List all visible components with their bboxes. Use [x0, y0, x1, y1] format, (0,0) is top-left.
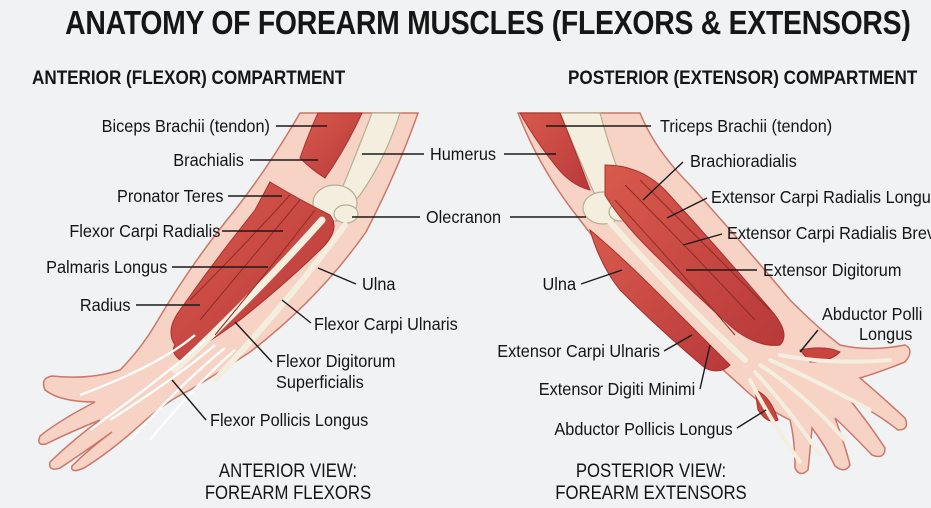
label-superficialis: Superficialis [276, 372, 364, 392]
anterior-caption-line-2: FOREARM FLEXORS [200, 483, 376, 505]
anterior-caption-line-1: ANTERIOR VIEW: [200, 461, 376, 483]
anterior-section-heading: ANTERIOR (FLEXOR) COMPARTMENT [32, 68, 345, 90]
label-extensor-carpi-ulnaris: Extensor Carpi Ulnaris [497, 341, 660, 361]
label-olecranon: Olecranon [426, 207, 501, 227]
anterior-view-caption: ANTERIOR VIEW: FOREARM FLEXORS [200, 461, 376, 505]
label-extensor-digitorum: Extensor Digitorum [763, 260, 901, 280]
label-extensor-carpi-radialis-longus: Extensor Carpi Radialis Longu [711, 187, 931, 207]
label-biceps-brachii-tendon: Biceps Brachii (tendon) [102, 116, 270, 136]
posterior-view-caption: POSTERIOR VIEW: FOREARM EXTENSORS [554, 461, 748, 505]
label-abductor-pollicis-upper: Abductor Polli [822, 304, 922, 324]
posterior-caption-line-2: FOREARM EXTENSORS [554, 483, 748, 505]
posterior-section-heading: POSTERIOR (EXTENSOR) COMPARTMENT [568, 68, 917, 90]
anterior-olecranon-bone [334, 205, 358, 223]
label-extensor-carpi-radialis-brevis: Extensor Carpi Radialis Brev [727, 223, 931, 243]
label-abductor-pollicis-longus: Abductor Pollicis Longus [555, 419, 733, 439]
page-title: ANATOMY OF FOREARM MUSCLES (FLEXORS & EX… [65, 4, 866, 42]
label-triceps-brachii-tendon: Triceps Brachii (tendon) [660, 116, 832, 136]
label-humerus: Humerus [430, 144, 496, 164]
label-brachioradialis: Brachioradialis [690, 151, 797, 171]
label-flexor-digitorum: Flexor Digitorum [276, 351, 395, 371]
label-flexor-carpi-ulnaris: Flexor Carpi Ulnaris [314, 314, 458, 334]
label-longus: Longus [859, 324, 912, 344]
label-brachialis: Brachialis [173, 150, 244, 170]
label-extensor-digiti-minimi: Extensor Digiti Minimi [539, 379, 695, 399]
label-radius: Radius [79, 295, 130, 315]
label-posterior-ulna: Ulna [543, 274, 576, 294]
label-pronator-teres: Pronator Teres [117, 186, 223, 206]
label-palmaris-longus: Palmaris Longus [46, 257, 167, 277]
label-flexor-carpi-radialis: Flexor Carpi Radialis [69, 221, 220, 241]
label-anterior-ulna: Ulna [362, 274, 395, 294]
label-flexor-pollicis-longus: Flexor Pollicis Longus [210, 410, 368, 430]
posterior-caption-line-1: POSTERIOR VIEW: [554, 461, 748, 483]
